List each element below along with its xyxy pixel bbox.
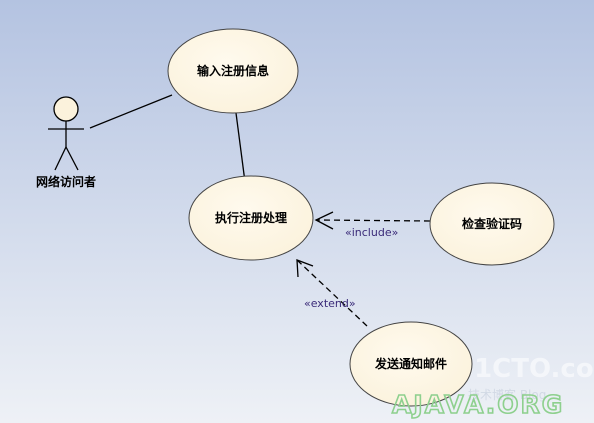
- association-actor-input: [89, 94, 173, 129]
- include-dependency: [314, 211, 431, 230]
- extend-dependency: [296, 259, 368, 327]
- watermark-51cto-blog: 技术博客 Blog: [468, 387, 546, 402]
- extend-label: «extend»: [304, 297, 356, 310]
- watermark-ajava: AJAVA.ORG: [392, 390, 564, 419]
- watermark-51cto: 51CTO.com: [456, 354, 594, 384]
- actor-label: 网络访问者: [36, 174, 96, 189]
- usecase-send-mail-label: 发送通知邮件: [374, 356, 447, 371]
- usecase-check-code[interactable]: [429, 182, 555, 266]
- association-input-process: [235, 112, 246, 183]
- actor-figure: [48, 96, 84, 171]
- usecase-input-info-label: 输入注册信息: [197, 63, 269, 78]
- usecase-check-code-label: 检查验证码: [462, 216, 522, 231]
- include-label: «include»: [345, 226, 398, 239]
- usecase-process-register[interactable]: [188, 175, 314, 261]
- usecase-input-info[interactable]: [167, 28, 299, 114]
- usecase-send-mail[interactable]: [349, 321, 473, 407]
- usecase-process-register-label: 执行注册处理: [215, 210, 287, 225]
